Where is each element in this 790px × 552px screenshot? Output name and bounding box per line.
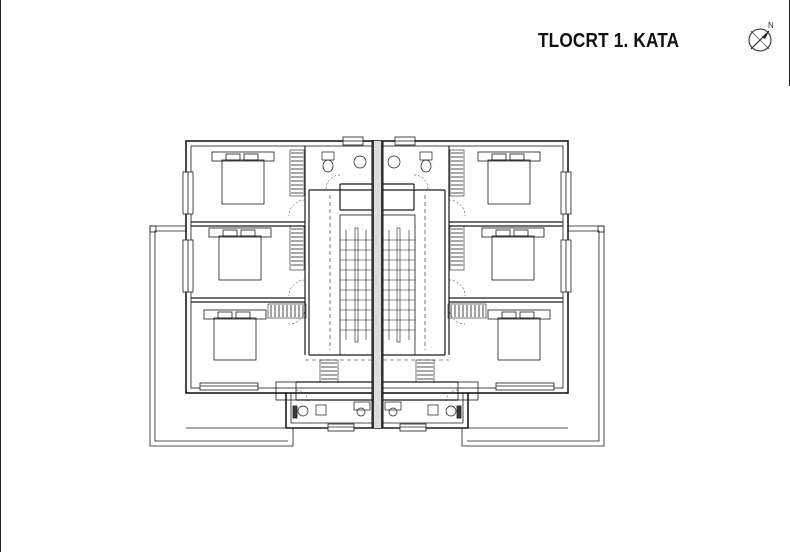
wardrobe-hatching bbox=[270, 152, 484, 380]
beds-left bbox=[203, 151, 275, 361]
stair-left bbox=[340, 227, 372, 343]
wardrobes bbox=[267, 149, 487, 383]
right-unit-partitions bbox=[382, 146, 563, 401]
sanitary-fixtures bbox=[297, 151, 457, 417]
left-unit-partitions bbox=[191, 146, 373, 401]
party-wall bbox=[371, 140, 384, 429]
north-arrow-icon: N bbox=[748, 21, 774, 52]
corridor-dashes bbox=[305, 195, 449, 361]
terrace-left bbox=[149, 225, 294, 447]
drawing-title: TLOCRT 1. KATA bbox=[538, 30, 680, 52]
beds-right bbox=[477, 151, 551, 361]
terrace-right bbox=[461, 225, 605, 447]
windows bbox=[182, 136, 572, 432]
north-label: N bbox=[768, 21, 774, 30]
stair-right bbox=[383, 227, 415, 343]
door-swings bbox=[288, 174, 466, 403]
